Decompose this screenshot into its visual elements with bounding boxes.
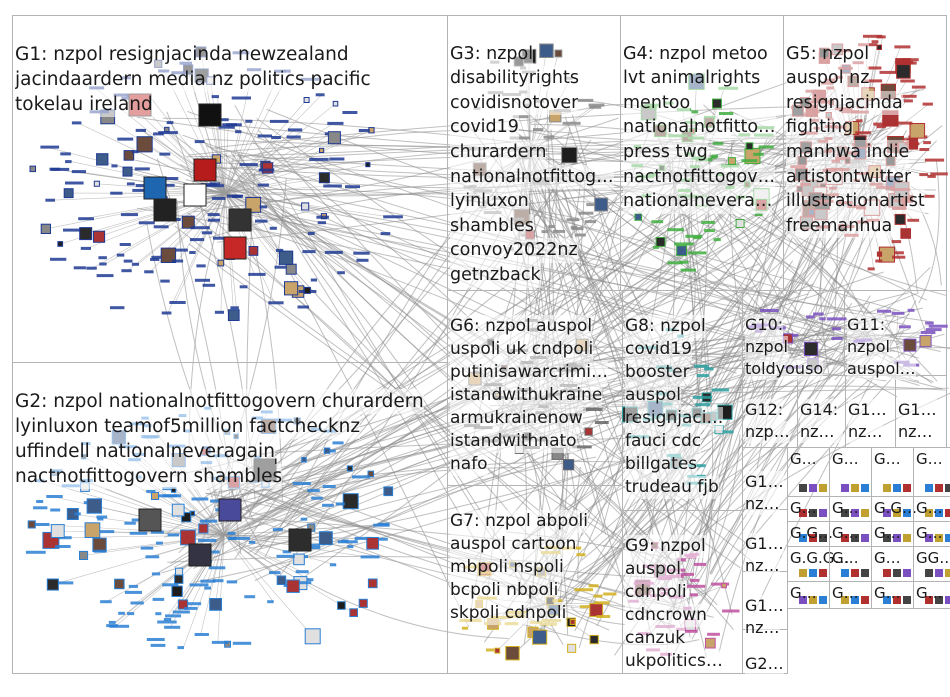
small-groups: G…G…G…G…G…G…G.G…G…G.G…G…G…G…G.G.G…G…G…GG… — [788, 448, 950, 609]
small-group-node — [851, 569, 859, 577]
group-g14-label: G14:nzp… — [800, 377, 843, 465]
small-group-node — [819, 569, 827, 577]
small-group-node — [903, 534, 911, 542]
small-group-node — [799, 484, 807, 492]
small-group-label: G… — [874, 584, 901, 602]
small-group-label: G… — [874, 524, 901, 542]
group-g1x: G1…nz… — [845, 375, 895, 447]
small-group-node — [809, 569, 817, 577]
group-g1y: G1…nz… — [895, 375, 946, 447]
small-group-node — [945, 596, 950, 604]
small-group-label: G… — [790, 584, 817, 602]
small-group-label: G… — [832, 499, 859, 517]
small-group-node — [925, 484, 933, 492]
group-g12: G12:nzp… — [742, 375, 797, 447]
small-group-label: G… — [790, 499, 817, 517]
small-group-label: G… — [832, 549, 859, 567]
small-group-node — [841, 569, 849, 577]
small-group-label: G.G… — [874, 499, 917, 517]
group-g2-label: G2: nzpol nationalnotfittogovern churard… — [15, 364, 445, 514]
group-g1c: G1…nz… — [742, 571, 787, 629]
small-group-label: G… — [916, 524, 943, 542]
small-group-node — [819, 596, 827, 604]
small-group-node — [809, 484, 817, 492]
small-group-node — [893, 569, 901, 577]
small-group-label: G… — [916, 584, 943, 602]
small-group-node — [903, 569, 911, 577]
small-group-node — [945, 534, 950, 542]
small-group-node — [883, 569, 891, 577]
small-group-label: G… — [832, 524, 859, 542]
group-g14: G14:nzp… — [797, 375, 845, 447]
small-group-label: G… — [916, 499, 943, 517]
group-g2: G2: nzpol nationalnotfittogovern churard… — [12, 362, 447, 673]
small-group-label: G… — [832, 584, 859, 602]
small-group-node — [861, 596, 869, 604]
small-group-node — [935, 569, 943, 577]
group-g1b: G1…nz… — [742, 509, 787, 571]
small-group-node — [925, 569, 933, 577]
small-group-node — [861, 509, 869, 517]
small-group-node — [841, 484, 849, 492]
small-group-node — [861, 534, 869, 542]
group-g1a: G1…nz… — [742, 447, 787, 509]
small-group-node — [851, 484, 859, 492]
small-group-node — [861, 484, 869, 492]
small-group-node — [861, 569, 869, 577]
group-g2x-label: G2… — [745, 631, 785, 697]
small-group-node — [945, 569, 950, 577]
small-group-node — [883, 484, 891, 492]
small-group-node — [819, 509, 827, 517]
group-g2x: G2… — [742, 629, 787, 673]
small-group-node — [903, 484, 911, 492]
small-group-node — [799, 569, 807, 577]
small-group-node — [819, 484, 827, 492]
small-group-node — [893, 484, 901, 492]
small-group-label: G… — [874, 549, 901, 567]
small-group-node — [945, 484, 950, 492]
small-group-label: G.G… — [790, 524, 833, 542]
small-group-node — [903, 596, 911, 604]
small-group-node — [945, 509, 950, 517]
group-g1x-label: G1…nz… — [848, 377, 893, 465]
group-g1y-label: G1…nz… — [898, 377, 944, 465]
small-group-label: GG… — [916, 549, 950, 567]
small-group-node — [935, 484, 943, 492]
